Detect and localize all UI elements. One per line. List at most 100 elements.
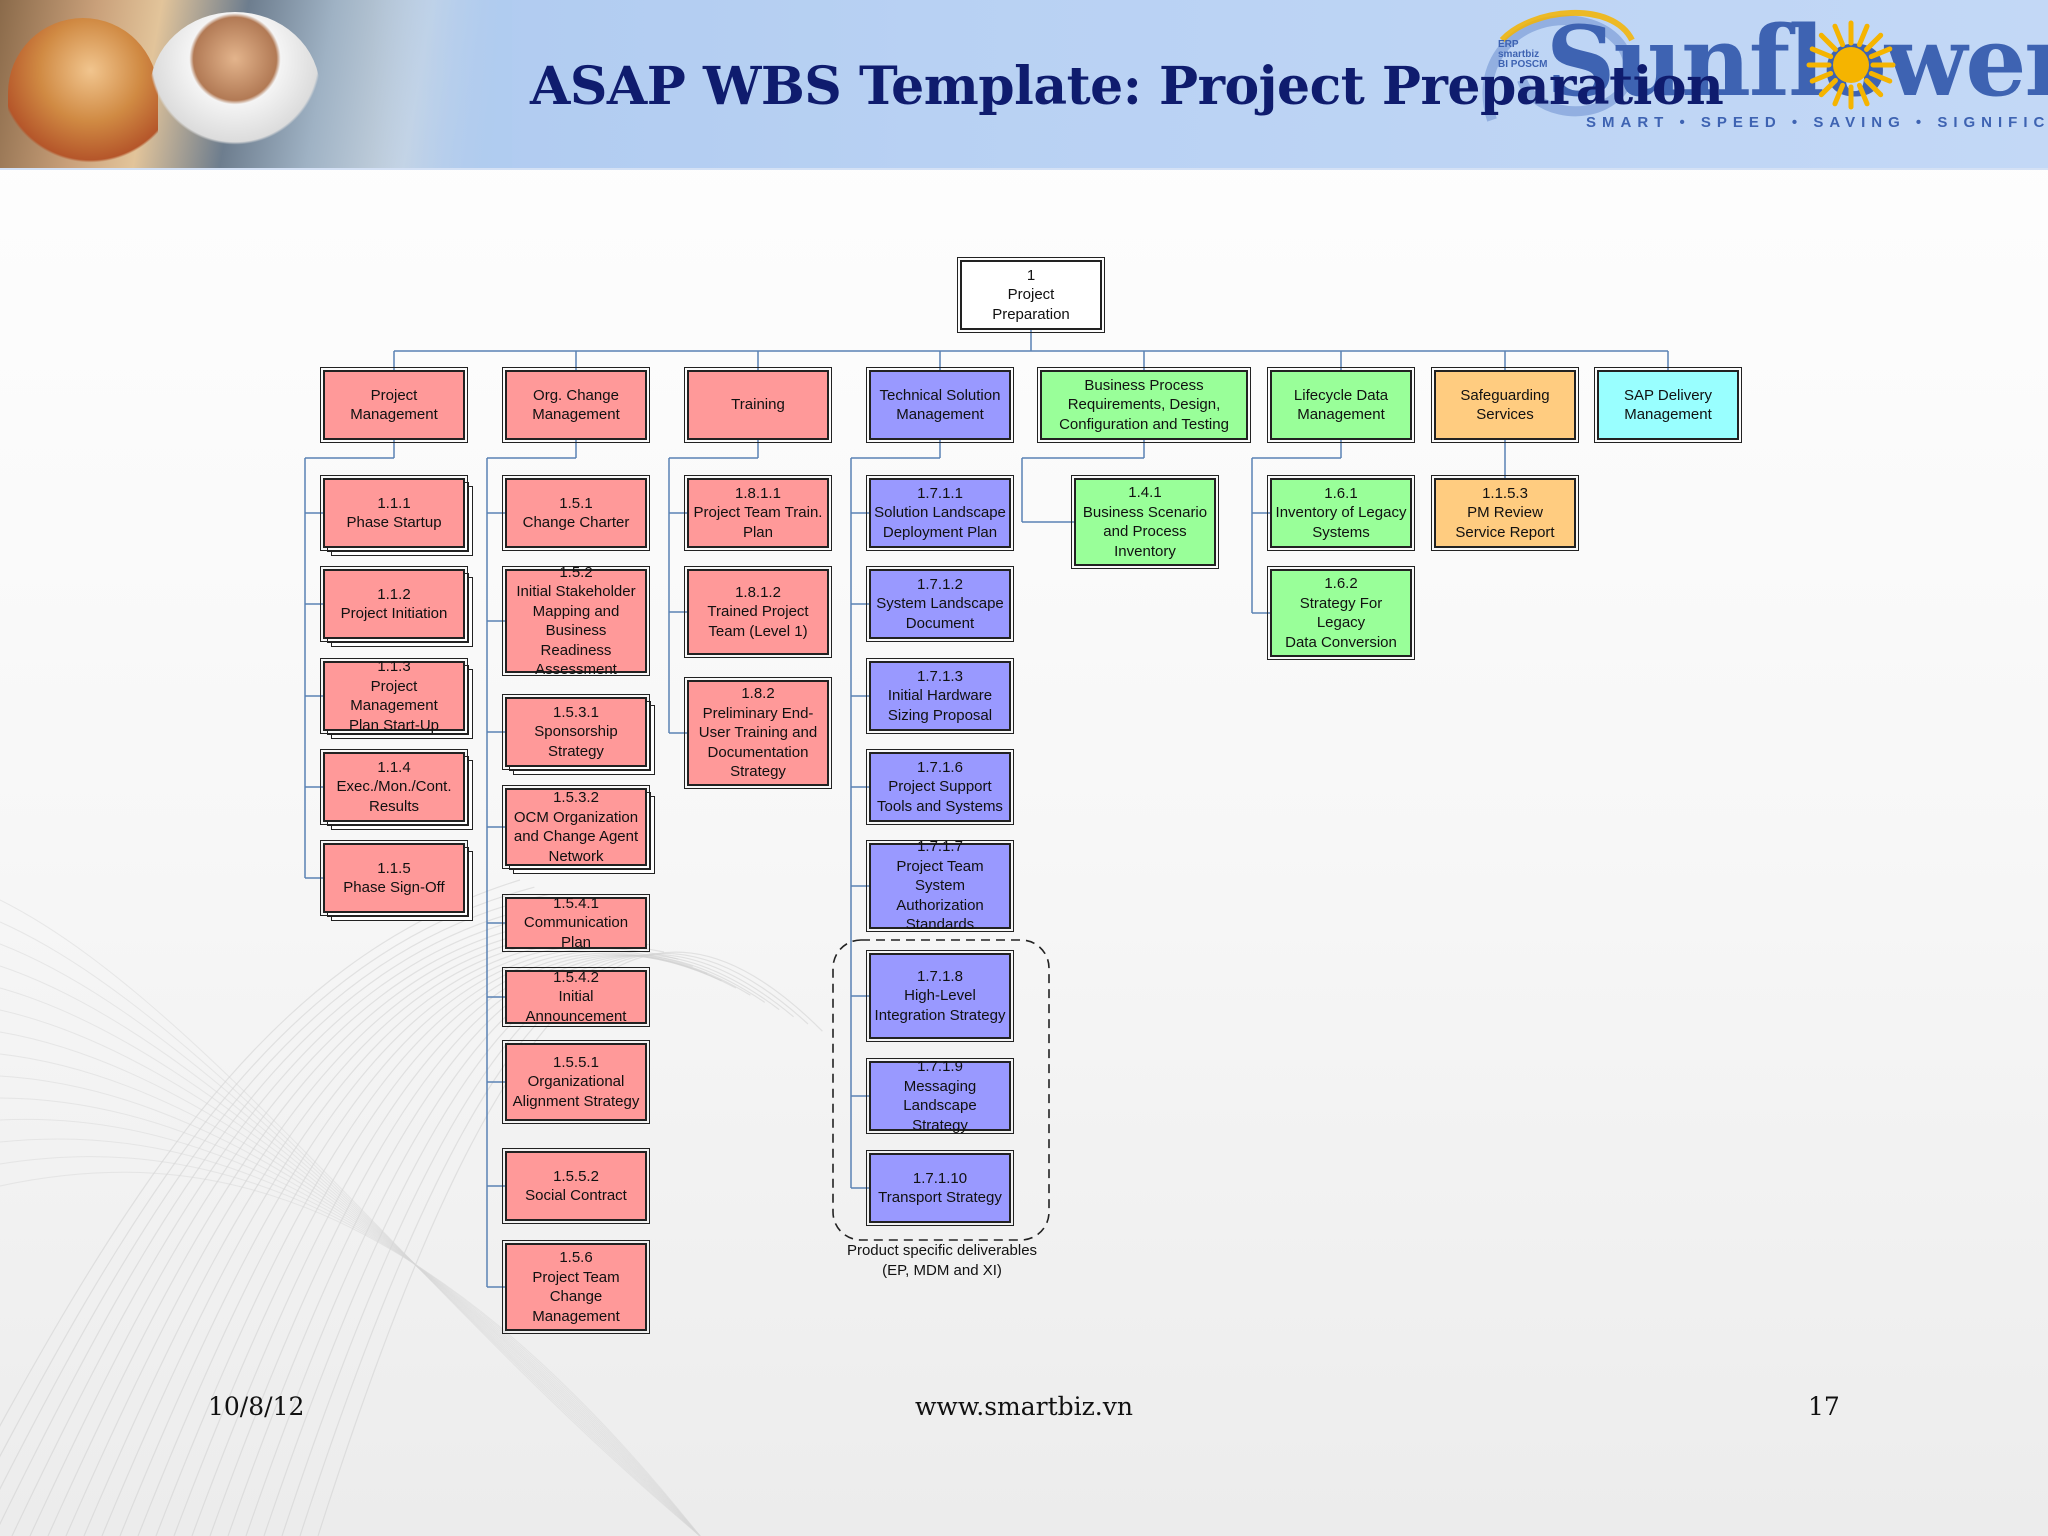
footer-url: www.smartbiz.vn <box>915 1392 1133 1421</box>
node-label: 1.5.2 Initial Stakeholder Mapping and Bu… <box>516 563 636 679</box>
sun-ray <box>1832 82 1846 107</box>
sun-ray <box>1868 46 1893 60</box>
node-label: Lifecycle Data Management <box>1293 386 1389 424</box>
photo-person-right <box>150 12 320 168</box>
wbs-child-node: 1.1.3 Project Management Plan Start-Up <box>320 658 468 734</box>
product-specific-note: Product specific deliverables (EP, MDM a… <box>846 1242 1038 1279</box>
wave-line <box>0 886 535 1458</box>
node-label: Project Management <box>350 386 438 424</box>
wbs-child-node: 1.8.2 Preliminary End- User Training and… <box>684 677 832 789</box>
wbs-child-node: 1.6.2 Strategy For Legacy Data Conversio… <box>1267 566 1415 660</box>
wave-line <box>0 879 521 1427</box>
node-label: Business Process Requirements, Design, C… <box>1059 376 1229 433</box>
wave-line <box>0 1097 701 1536</box>
wbs-branch-node: Technical Solution Management <box>866 367 1014 443</box>
photo-person-left <box>8 18 158 168</box>
node-label: 1.5.3.2 OCM Organization and Change Agen… <box>513 789 639 865</box>
node-label: 1.4.1 Business Scenario and Process Inve… <box>1082 484 1208 560</box>
sun-ray <box>1818 32 1838 52</box>
logo-small-line: ERP <box>1498 39 1519 50</box>
wbs-child-node: 1.7.1.2 System Landscape Document <box>866 566 1014 642</box>
node-label: 1.5.4.2 Initial Announcement <box>525 968 627 1025</box>
wbs-child-node: 1.5.3.2 OCM Organization and Change Agen… <box>502 785 650 869</box>
node-label: Training <box>731 396 785 414</box>
node-label: 1.5.3.1 Sponsorship Strategy <box>534 703 618 760</box>
wbs-child-node: 1.4.1 Business Scenario and Process Inve… <box>1071 475 1219 569</box>
node-label: Safeguarding Services <box>1460 386 1550 424</box>
wbs-branch-node: Lifecycle Data Management <box>1267 367 1415 443</box>
node-label: 1.5.1 Change Charter <box>522 494 630 532</box>
wave-line <box>0 965 701 1536</box>
wbs-child-node: 1.1.2 Project Initiation <box>320 566 468 642</box>
wbs-child-node: 1.7.1.7 Project Team System Authorizatio… <box>866 838 1014 933</box>
product-specific-region <box>832 939 1050 1241</box>
node-label: 1.5.4.1 Communication Plan <box>523 894 629 951</box>
node-label: 1.7.1.1 Solution Landscape Deployment Pl… <box>874 484 1006 541</box>
node-label: 1.7.1.7 Project Team System Authorizatio… <box>896 838 984 934</box>
wbs-child-node: 1.1.1 Phase Startup <box>320 475 468 551</box>
logo-small-line: BI POSCM <box>1498 59 1548 70</box>
wave-line <box>0 1118 701 1536</box>
sun-ray <box>1864 78 1884 98</box>
node-label: 1.7.1.6 Project Support Tools and System… <box>877 758 1003 815</box>
node-label: 1 Project Preparation <box>992 266 1070 323</box>
wave-line <box>0 1075 701 1536</box>
wave-line <box>0 1156 701 1536</box>
wbs-child-node: 1.5.3.1 Sponsorship Strategy <box>502 694 650 770</box>
node-label: 1.7.1.10 Transport Strategy <box>878 1169 1002 1207</box>
node-label: 1.7.1.9 Messaging Landscape Strategy <box>903 1058 977 1134</box>
node-label: 1.7.1.2 System Landscape Document <box>876 575 1004 632</box>
logo-tagline: SMART • SPEED • SAVING • SIGNIFICANT <box>1586 114 2048 131</box>
wave-line <box>0 1138 701 1536</box>
wbs-child-node: 1.8.1.1 Project Team Train. Plan <box>684 475 832 551</box>
node-label: 1.6.2 Strategy For Legacy Data Conversio… <box>1285 575 1397 651</box>
wbs-child-node: 1.5.4.2 Initial Announcement <box>502 967 650 1027</box>
sun-ray <box>1864 32 1884 52</box>
wbs-child-node: 1.5.1 Change Charter <box>502 475 650 551</box>
header-photo <box>0 0 512 168</box>
header-band <box>0 0 2048 170</box>
sun-ray <box>1809 46 1834 60</box>
node-label: Org. Change Management <box>532 386 620 424</box>
wave-line <box>0 1053 701 1536</box>
node-label: 1.1.4 Exec./Mon./Cont. Results <box>336 758 452 815</box>
node-label: SAP Delivery Management <box>1623 386 1713 424</box>
photo-fade <box>372 0 512 168</box>
wbs-child-node: 1.6.1 Inventory of Legacy Systems <box>1267 475 1415 551</box>
wbs-child-node: 1.1.5 Phase Sign-Off <box>320 840 468 916</box>
logo-swirl-icon <box>1482 9 1635 122</box>
sun-ray <box>1856 82 1870 107</box>
wave-line <box>0 899 701 1536</box>
wbs-child-node: 1.5.5.2 Social Contract <box>502 1148 650 1224</box>
node-label: 1.5.5.2 Social Contract <box>525 1167 627 1205</box>
node-label: 1.7.1.8 High-Level Integration Strategy <box>874 967 1006 1024</box>
wbs-child-node: 1.7.1.9 Messaging Landscape Strategy <box>866 1058 1014 1134</box>
sun-core <box>1833 47 1869 83</box>
wbs-child-node: 1.1.5.3 PM Review Service Report <box>1431 475 1579 551</box>
sun-icon <box>1806 20 1896 110</box>
logo-small-text: ERP smartbiz BI POSCM <box>1498 40 1547 70</box>
wave-line <box>0 893 549 1491</box>
wbs-child-node: 1.8.1.2 Trained Project Team (Level 1) <box>684 566 832 658</box>
wave-line <box>29 915 593 1536</box>
sunflower-logo: ERP smartbiz BI POSCM Sunflower SMART • … <box>1462 0 2048 165</box>
wave-line <box>245 955 766 1536</box>
node-label: 1.7.1.3 Initial Hardware Sizing Proposal <box>887 667 993 724</box>
wave-line <box>0 921 701 1536</box>
node-label: 1.1.5.3 PM Review Service Report <box>1455 484 1555 541</box>
wave-line <box>227 955 751 1536</box>
node-label: 1.5.5.1 Organizational Alignment Strateg… <box>512 1053 640 1110</box>
wbs-branch-node: SAP Delivery Management <box>1594 367 1742 443</box>
wbs-branch-node: Safeguarding Services <box>1431 367 1579 443</box>
wave-line <box>209 954 737 1536</box>
footer-page-number: 17 <box>1808 1392 1840 1421</box>
wbs-child-node: 1.7.1.8 High-Level Integration Strategy <box>866 950 1014 1042</box>
wbs-branch-node: Training <box>684 367 832 443</box>
sun-ray <box>1832 23 1846 48</box>
sun-ray <box>1856 23 1870 48</box>
wbs-child-node: 1.7.1.3 Initial Hardware Sizing Proposal <box>866 658 1014 734</box>
